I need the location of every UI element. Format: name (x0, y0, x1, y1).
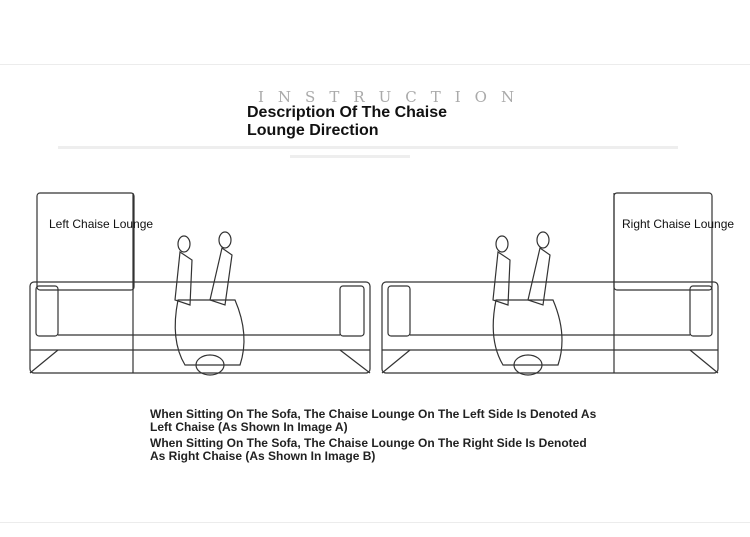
faint-paragraph (290, 155, 410, 158)
left-chaise-note: When Sitting On The Sofa, The Chaise Lou… (150, 407, 597, 434)
right-chaise-sofa (381, 192, 719, 374)
person-icon (492, 231, 563, 376)
page-title: Description Of The Chaise Lounge Directi… (247, 104, 448, 139)
right-chaise-label: Right Chaise Lounge (622, 217, 735, 231)
top-divider (0, 64, 750, 65)
bottom-divider (0, 522, 750, 523)
left-chaise-sofa (29, 192, 371, 374)
instruction-watermark: INSTRUCTION (258, 88, 529, 106)
right-chaise-note: When Sitting On The Sofa, The Chaise Lou… (150, 436, 587, 463)
faint-paragraph (58, 146, 678, 149)
person-icon (174, 231, 245, 376)
left-chaise-label: Left Chaise Lounge (49, 217, 154, 231)
